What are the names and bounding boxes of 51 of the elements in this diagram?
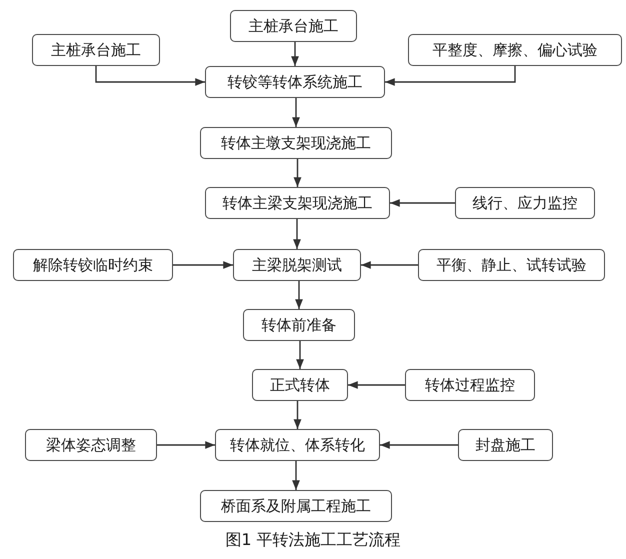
box-label: 转体过程监控 (425, 376, 515, 394)
arrow (380, 441, 458, 449)
box-label: 平衡、静止、试转试验 (436, 256, 586, 274)
arrow (295, 281, 303, 309)
arrow (95, 66, 205, 86)
arrow (390, 199, 455, 207)
arrow (348, 381, 405, 389)
process-box (458, 429, 553, 461)
process-box (252, 369, 348, 401)
box-label: 主桩承台施工 (51, 40, 141, 60)
arrow (157, 441, 215, 449)
box-label: 主梁脱架测试 (252, 256, 342, 274)
arrow (173, 261, 233, 269)
process-box (233, 249, 361, 281)
caption: 图1 平转法施工工艺流程 (225, 530, 401, 549)
process-box (25, 429, 157, 461)
arrow (294, 401, 302, 429)
box-label: 解除转铰临时约束 (33, 256, 153, 274)
arrow (296, 341, 304, 369)
box-label: 桥面系及附属工程施工 (221, 496, 371, 516)
arrow (385, 66, 516, 86)
box-label: 封盘施工 (476, 436, 536, 454)
process-box (405, 369, 535, 401)
process-box (418, 249, 605, 281)
box-label: 转铰等转体系统施工 (228, 72, 362, 92)
box-label: 线行、应力监控 (472, 194, 578, 212)
box-label: 梁体姿态调整 (46, 436, 136, 454)
arrow (293, 219, 301, 249)
process-box (13, 249, 173, 281)
process-box (455, 187, 595, 219)
process-box (200, 127, 392, 159)
process-box (205, 187, 390, 219)
box-label: 平整度、摩擦、偏心试验 (432, 40, 598, 60)
process-box (200, 490, 392, 522)
arrow (361, 261, 418, 269)
arrow (294, 159, 302, 187)
process-box (32, 34, 160, 66)
process-box (243, 309, 355, 341)
arrow (292, 461, 300, 490)
process-box (408, 34, 622, 66)
box-label: 正式转体 (270, 376, 330, 394)
box-label: 转体前准备 (262, 316, 336, 334)
process-box (230, 10, 357, 42)
box-label: 转体就位、体系转化 (230, 436, 365, 454)
arrow (291, 42, 299, 66)
process-box (215, 429, 380, 461)
arrow (292, 98, 300, 127)
box-label: 转体主墩支架现浇施工 (221, 134, 371, 152)
process-box (205, 66, 385, 98)
box-label: 主桩承台施工 (248, 16, 338, 36)
box-label: 转体主梁支架现浇施工 (222, 194, 372, 212)
